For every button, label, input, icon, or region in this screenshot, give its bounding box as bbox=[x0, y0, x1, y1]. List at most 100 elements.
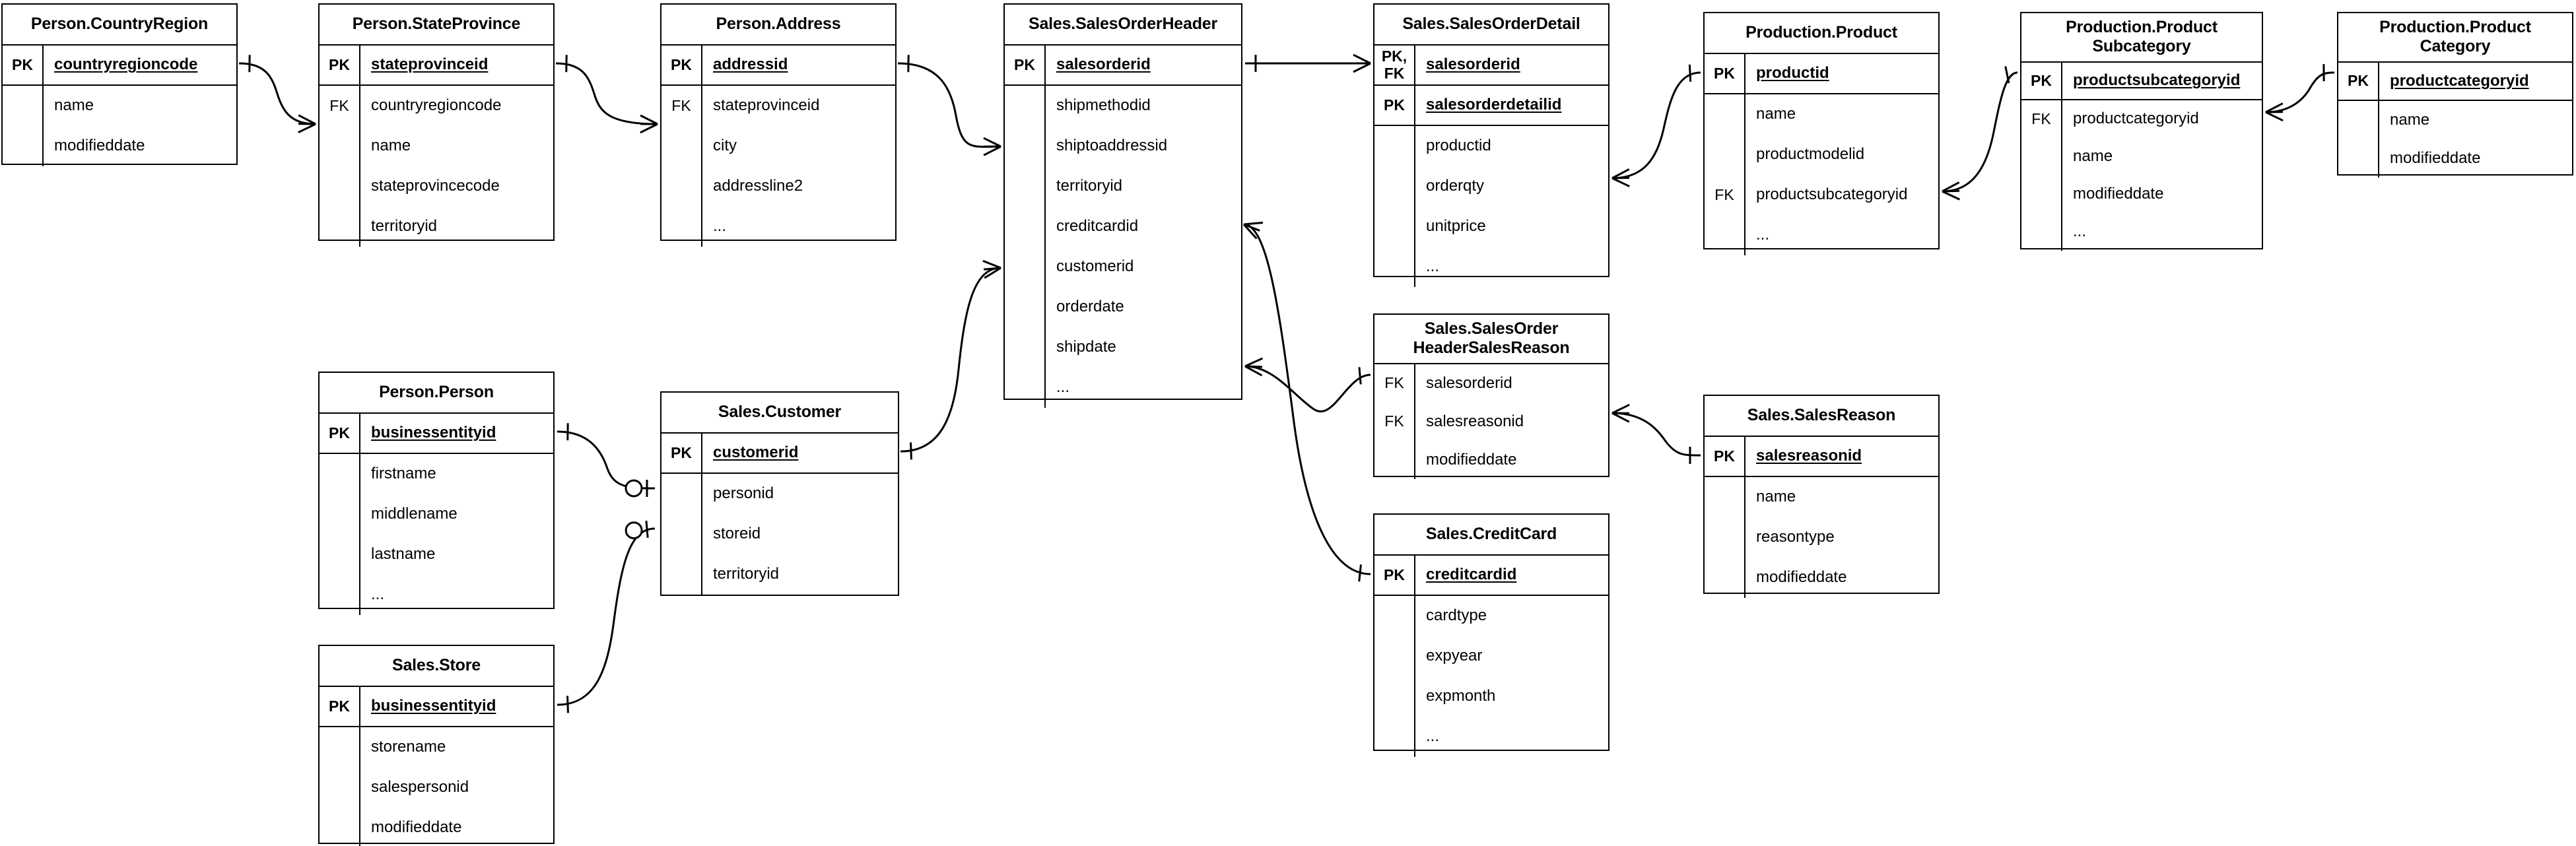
attribute-row[interactable]: modifieddate bbox=[1705, 558, 1938, 598]
attribute-name: modifieddate bbox=[54, 137, 145, 155]
attribute-row[interactable]: middlename bbox=[320, 494, 553, 535]
attribute-row[interactable]: storeid bbox=[661, 514, 898, 554]
attribute-name: customerid bbox=[1056, 257, 1134, 276]
key-indicator-empty bbox=[320, 207, 360, 247]
rel-product-productsubcategory bbox=[1942, 66, 2018, 201]
attribute-row[interactable]: productid bbox=[1374, 126, 1608, 166]
attribute-name: salespersonid bbox=[371, 778, 469, 797]
attribute-name: shipdate bbox=[1056, 338, 1116, 356]
key-indicator-pk: PK bbox=[1705, 437, 1746, 476]
attribute-row[interactable]: expyear bbox=[1374, 636, 1608, 676]
attribute-row[interactable]: ... bbox=[661, 207, 895, 247]
attribute-row[interactable]: name bbox=[320, 126, 553, 166]
attribute-row[interactable]: creditcardid bbox=[1005, 207, 1241, 247]
attribute-name: modifieddate bbox=[371, 818, 462, 837]
attribute-row[interactable]: name bbox=[2021, 138, 2262, 176]
attribute-row[interactable]: ... bbox=[320, 575, 553, 615]
crow-foot-prong bbox=[1611, 177, 1630, 187]
attribute-name: modifieddate bbox=[1756, 568, 1847, 587]
attribute-row[interactable]: name bbox=[2338, 101, 2572, 139]
attribute-row[interactable]: productmodelid bbox=[1705, 135, 1938, 175]
attribute-row[interactable]: modifieddate bbox=[1374, 441, 1608, 479]
attribute-row[interactable]: modifieddate bbox=[2021, 176, 2262, 213]
attribute-row[interactable]: addressline2 bbox=[661, 166, 895, 207]
attribute-row[interactable]: territoryid bbox=[661, 554, 898, 595]
attribute-row[interactable]: name bbox=[3, 86, 236, 126]
relationship-line bbox=[557, 430, 656, 490]
attribute-row[interactable]: modifieddate bbox=[3, 126, 236, 166]
attribute-row[interactable]: territoryid bbox=[1005, 166, 1241, 207]
key-indicator-empty bbox=[1705, 477, 1746, 517]
attribute-row[interactable]: stateprovincecode bbox=[320, 166, 553, 207]
key-indicator-empty bbox=[320, 535, 360, 575]
attribute-row[interactable]: modifieddate bbox=[320, 808, 553, 846]
attribute-row[interactable]: salespersonid bbox=[320, 767, 553, 808]
attribute-row[interactable]: storename bbox=[320, 727, 553, 767]
attribute-row[interactable]: orderdate bbox=[1005, 287, 1241, 327]
attribute-row[interactable]: shiptoaddressid bbox=[1005, 126, 1241, 166]
crow-foot-prong bbox=[983, 145, 1001, 156]
attribute-row[interactable]: lastname bbox=[320, 535, 553, 575]
attribute-row[interactable]: firstname bbox=[320, 454, 553, 494]
attribute-name: creditcardid bbox=[1056, 217, 1139, 236]
attribute-row[interactable]: customerid bbox=[1005, 247, 1241, 287]
attribute-row[interactable]: modifieddate bbox=[2338, 139, 2572, 178]
attribute-row[interactable]: unitprice bbox=[1374, 207, 1608, 247]
attribute-row[interactable]: ... bbox=[2021, 213, 2262, 251]
attribute-row[interactable]: territoryid bbox=[320, 207, 553, 247]
attribute-name: countryregioncode bbox=[371, 96, 502, 115]
attribute-row[interactable]: name bbox=[1705, 94, 1938, 135]
attribute-row[interactable]: ... bbox=[1705, 215, 1938, 255]
attribute-row[interactable]: personid bbox=[661, 474, 898, 514]
attribute-row[interactable]: name bbox=[1705, 477, 1938, 517]
attribute-row[interactable]: ... bbox=[1374, 717, 1608, 757]
attribute-name: territoryid bbox=[713, 565, 780, 583]
attribute-row[interactable]: ... bbox=[1374, 247, 1608, 287]
attribute-name: storeid bbox=[713, 525, 761, 543]
attribute-row[interactable]: cardtype bbox=[1374, 596, 1608, 636]
attribute-row[interactable]: expmonth bbox=[1374, 676, 1608, 717]
attribute-row[interactable]: city bbox=[661, 126, 895, 166]
attribute-row[interactable]: shipdate bbox=[1005, 327, 1241, 368]
key-indicator-empty bbox=[1374, 596, 1415, 636]
attribute-row[interactable]: ... bbox=[1005, 368, 1241, 408]
attribute-row[interactable]: orderqty bbox=[1374, 166, 1608, 207]
attribute-row[interactable]: reasontype bbox=[1705, 517, 1938, 558]
attribute-row[interactable]: shipmethodid bbox=[1005, 86, 1241, 126]
crow-foot-prong bbox=[640, 123, 658, 134]
